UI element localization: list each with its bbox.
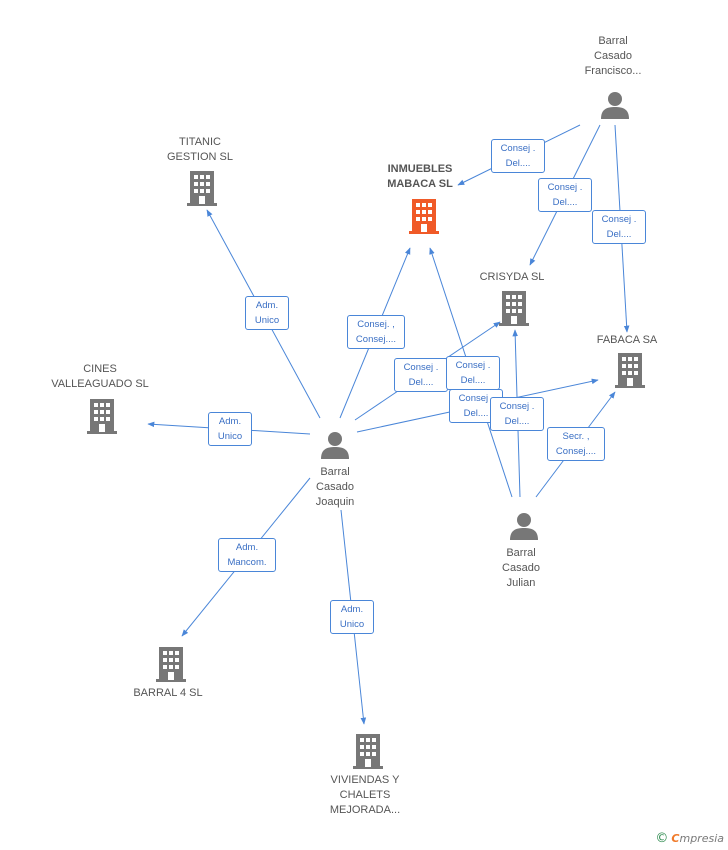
node-label-line: Barral [506,547,536,559]
edge-label-julian-crisyda[interactable]: Consej . Del.... [490,397,544,431]
node-label-line: GESTION SL [166,151,234,163]
edge-label-julian-inmuebles[interactable]: Consej . Del.... [446,356,500,390]
node-label-line: Joaquin [315,496,355,508]
edge-label-line: Consej . [601,214,637,225]
building-icon[interactable] [352,733,384,769]
copyright-icon: © [655,831,669,846]
node-label-line: VIVIENDAS Y [330,774,400,786]
building-icon[interactable] [498,290,530,326]
node-barral-casado-francisco[interactable]: Barral Casado Francisco... [565,34,661,79]
empresia-watermark: ©Cmpresia [655,831,724,846]
node-label-line: Casado [594,50,632,62]
node-label-line: MABACA SL [387,178,453,190]
node-label-line: TITANIC [179,136,221,148]
edge-label-line: Secr. , [562,431,590,442]
edge-label-line: Del.... [504,416,530,427]
node-label-line: Julian [506,577,536,589]
node-cines-valleaguado[interactable]: CINES VALLEAGUADO SL [40,362,160,392]
edge-label-line: Adm. [235,542,259,553]
edge-label-line: Consej. , [357,319,395,330]
building-icon[interactable] [155,646,187,682]
edge-label-joaquin-cines[interactable]: Adm. Unico [208,412,252,446]
node-label-line: CRISYDA SL [479,271,545,283]
edge-label-line: Consej.... [355,334,397,345]
edge-label-line: Consej . [455,360,491,371]
node-label-line: Barral [320,466,350,478]
brand-logo: Cmpresia [671,832,724,845]
node-label-line: VALLEAGUADO SL [51,378,149,390]
person-icon[interactable] [320,430,350,460]
person-icon[interactable] [600,90,630,120]
node-crisyda[interactable]: CRISYDA SL [462,270,562,285]
edge-label-line: Consej . [499,401,535,412]
building-icon-focus[interactable] [408,198,440,234]
edge-label-julian-fabaca[interactable]: Secr. , Consej.... [547,427,605,461]
node-label-line: Casado [316,481,354,493]
node-inmuebles-mabaca[interactable]: INMUEBLES MABACA SL [370,162,470,192]
edge-label-line: Del.... [606,229,632,240]
edge-label-line: Consej . [547,182,583,193]
edge-label-joaquin-crisyda[interactable]: Consej . Del.... [394,358,448,392]
node-label-line: FABACA SA [596,334,658,346]
edge-label-line: Del.... [505,158,531,169]
edge-label-line: Unico [217,431,243,442]
node-barral-4[interactable]: BARRAL 4 SL [118,686,218,701]
edge-label-francisco-inmuebles[interactable]: Consej . Del.... [491,139,545,173]
node-label-line: CINES [83,363,117,375]
node-viviendas-chalets[interactable]: VIVIENDAS Y CHALETS MEJORADA... [315,773,415,818]
building-icon[interactable] [186,170,218,206]
edge-label-line: Adm. [255,300,279,311]
node-label-line: INMUEBLES [387,163,453,175]
edge-label-joaquin-titanic[interactable]: Adm. Unico [245,296,289,330]
node-label-line: MEJORADA... [329,804,401,816]
edge-label-line: Del.... [408,377,434,388]
edge-label-line: Mancom. [227,557,267,568]
edge-label-line: Del.... [552,197,578,208]
node-label-line: Casado [502,562,540,574]
node-barral-casado-julian[interactable]: Barral Casado Julian [471,546,571,591]
node-barral-casado-joaquin[interactable]: Barral Casado Joaquin [285,465,385,510]
edge-label-line: Consej . [403,362,439,373]
edge-label-line: Adm. [340,604,364,615]
node-label-line: Francisco... [584,65,642,77]
edge-label-line: Del.... [463,408,489,419]
edge-label-francisco-crisyda[interactable]: Consej . Del.... [538,178,592,212]
node-label-line: CHALETS [339,789,391,801]
person-icon[interactable] [509,511,539,541]
edge-label-joaquin-inmuebles[interactable]: Consej. , Consej.... [347,315,405,349]
edge-label-line: Del.... [460,375,486,386]
edge-label-line: Unico [254,315,280,326]
edge-label-line: Consej . [458,393,494,404]
node-label-line: Barral [598,35,628,47]
node-titanic-gestion[interactable]: TITANIC GESTION SL [150,135,250,165]
edge-label-line: Unico [339,619,365,630]
edge-label-line: Consej.... [555,446,597,457]
edge-label-francisco-fabaca[interactable]: Consej . Del.... [592,210,646,244]
edge-label-line: Adm. [218,416,242,427]
edge-label-line: Consej . [500,143,536,154]
building-icon[interactable] [614,352,646,388]
node-label-line: BARRAL 4 SL [133,687,203,699]
building-icon[interactable] [86,398,118,434]
node-fabaca[interactable]: FABACA SA [577,333,677,348]
edge-label-joaquin-barral4[interactable]: Adm. Mancom. [218,538,276,572]
edge-label-joaquin-viviendas[interactable]: Adm. Unico [330,600,374,634]
